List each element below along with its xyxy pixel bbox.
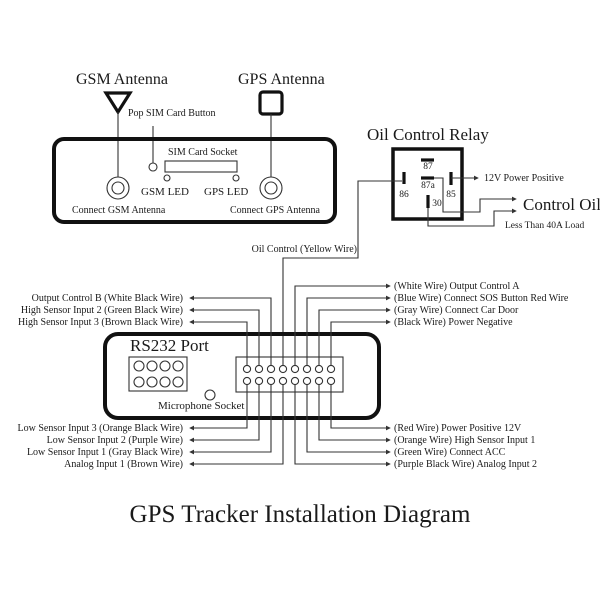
- sim-card-socket: [164, 160, 238, 173]
- wire-label-top-left: Output Control B (White Black Wire): [32, 293, 183, 304]
- wire-label-top-right: (White Wire) Output Control A: [394, 281, 520, 292]
- wire-label-top-right: (Black Wire) Power Negative: [394, 317, 513, 328]
- wire-label-top-left: High Sensor Input 3 (Brown Black Wire): [18, 317, 183, 328]
- wire-sos-button: [306, 295, 391, 365]
- rs232-port: [128, 356, 188, 392]
- wire-output-control-a: [294, 283, 391, 365]
- wire-high-sensor-input-3: [189, 319, 248, 365]
- wire-low-sensor-input-1: [189, 385, 272, 455]
- device-main-panel: [103, 332, 381, 420]
- wire-label-bottom-left: Low Sensor Input 2 (Purple Wire): [47, 435, 183, 446]
- gps-antenna-label: GPS Antenna: [238, 71, 325, 88]
- relay-pin-87-label: 87: [423, 162, 433, 172]
- sim-socket-label: SIM Card Socket: [168, 147, 238, 158]
- wire-harness-connector: [235, 356, 344, 393]
- wire-low-sensor-input-3: [189, 385, 248, 431]
- wire-high-sensor-input-1: [318, 385, 391, 443]
- gps-led-icon: [232, 174, 240, 182]
- gps-antenna-icon: [258, 90, 284, 116]
- wire-label-bottom-left: Analog Input 1 (Brown Wire): [64, 459, 183, 470]
- gsm-antenna-icon: [103, 91, 133, 115]
- microphone-socket-label: Microphone Socket: [158, 400, 244, 412]
- connector-pins-top-row: [242, 364, 336, 374]
- wire-label-top-right: (Blue Wire) Connect SOS Button Red Wire: [394, 293, 569, 304]
- gsm-led-label: GSM LED: [141, 186, 189, 198]
- wire-output-control-b: [189, 295, 272, 365]
- relay-87a-wire: [434, 177, 517, 213]
- device-top-panel: [52, 137, 337, 224]
- connect-gps-label: Connect GPS Antenna: [230, 205, 321, 216]
- wire-label-bottom-left: Low Sensor Input 1 (Gray Black Wire): [27, 447, 183, 458]
- oil-control-yellow-wire: [282, 180, 402, 365]
- wire-high-sensor-input-2: [189, 307, 260, 365]
- gsm-led-icon: [163, 174, 171, 182]
- pop-sim-button-label: Pop SIM Card Button: [128, 108, 216, 119]
- pop-sim-button: [148, 162, 158, 172]
- control-oil-label: Control Oil: [523, 195, 600, 214]
- relay-pin-30-label: 30: [432, 199, 442, 209]
- connector-pins-bottom-row: [242, 376, 336, 386]
- wire-label-bottom-right: (Orange Wire) High Sensor Input 1: [394, 435, 535, 446]
- wire-label-bottom-right: (Green Wire) Connect ACC: [394, 447, 506, 458]
- relay-30-wire: [427, 208, 517, 227]
- wire-car-door: [318, 307, 391, 365]
- connect-gsm-label: Connect GSM Antenna: [72, 205, 166, 216]
- relay-pin-85-label: 85: [446, 190, 456, 200]
- relay-pin-87a-label: 87a: [421, 181, 436, 191]
- gsm-antenna-label: GSM Antenna: [76, 71, 168, 88]
- relay-power-label: 12V Power Positive: [484, 173, 564, 184]
- gps-connector-icon: [259, 176, 283, 200]
- gps-led-label: GPS LED: [204, 186, 248, 198]
- wire-label-bottom-left: Low Sensor Input 3 (Orange Black Wire): [18, 423, 183, 434]
- diagram-title: GPS Tracker Installation Diagram: [130, 501, 471, 528]
- microphone-socket-icon: [204, 389, 216, 401]
- wire-power-negative: [330, 319, 391, 365]
- wire-label-bottom-right: (Red Wire) Power Positive 12V: [394, 423, 522, 434]
- wire-connect-acc: [306, 385, 391, 455]
- relay-pin-86-label: 86: [399, 190, 409, 200]
- rs232-port-label: RS232 Port: [130, 336, 209, 355]
- wire-power-positive-12v: [330, 385, 391, 431]
- gsm-connector-icon: [106, 176, 130, 200]
- wire-low-sensor-input-2: [189, 385, 260, 443]
- oil-control-wire-label: Oil Control (Yellow Wire): [252, 244, 357, 255]
- wire-analog-input-1: [189, 385, 284, 467]
- wire-label-top-right: (Gray Wire) Connect Car Door: [394, 305, 519, 316]
- relay-title: Oil Control Relay: [367, 125, 489, 144]
- load-note-label: Less Than 40A Load: [505, 221, 584, 231]
- wire-label-top-left: High Sensor Input 2 (Green Black Wire): [21, 305, 183, 316]
- wire-analog-input-2: [294, 385, 391, 467]
- wire-label-bottom-right: (Purple Black Wire) Analog Input 2: [394, 459, 537, 470]
